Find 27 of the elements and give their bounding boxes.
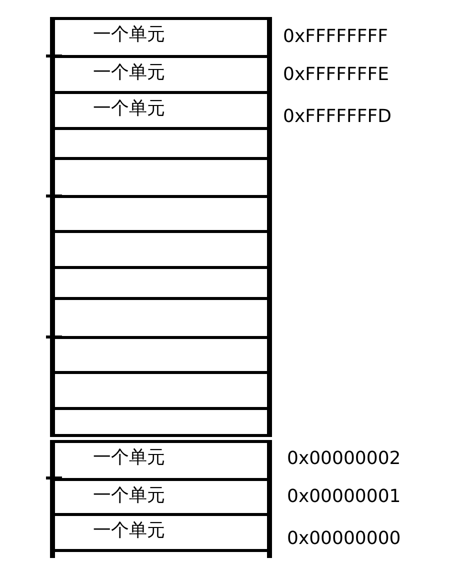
address-label: 0x00000000 [287,528,401,550]
empty-memory-cell [50,127,272,160]
memory-cell [50,55,272,94]
address-label: 0x00000001 [287,486,401,508]
empty-memory-cell [50,157,272,198]
empty-memory-cell [50,371,272,410]
cell-label: 一个单元 [93,97,165,121]
cell-label: 一个单元 [93,446,165,470]
cell-label: 一个单元 [93,23,165,47]
cell-label: 一个单元 [93,484,165,508]
address-label: 0xFFFFFFFF [283,26,388,48]
memory-cell [50,513,272,552]
address-label: 0xFFFFFFFD [283,106,392,128]
memory-cell [50,440,272,481]
memory-cell [50,91,272,130]
address-label: 0x00000002 [287,448,401,470]
empty-memory-cell [50,230,272,269]
cell-label: 一个单元 [93,61,165,85]
memory-cell [50,17,272,58]
address-label: 0xFFFFFFFE [283,64,389,86]
empty-memory-cell [50,195,272,233]
empty-memory-cell [50,407,272,437]
empty-memory-cell [50,297,272,339]
memory-cell [50,478,272,516]
empty-memory-cell [50,266,272,300]
cell-label: 一个单元 [93,519,165,543]
empty-memory-cell [50,336,272,374]
